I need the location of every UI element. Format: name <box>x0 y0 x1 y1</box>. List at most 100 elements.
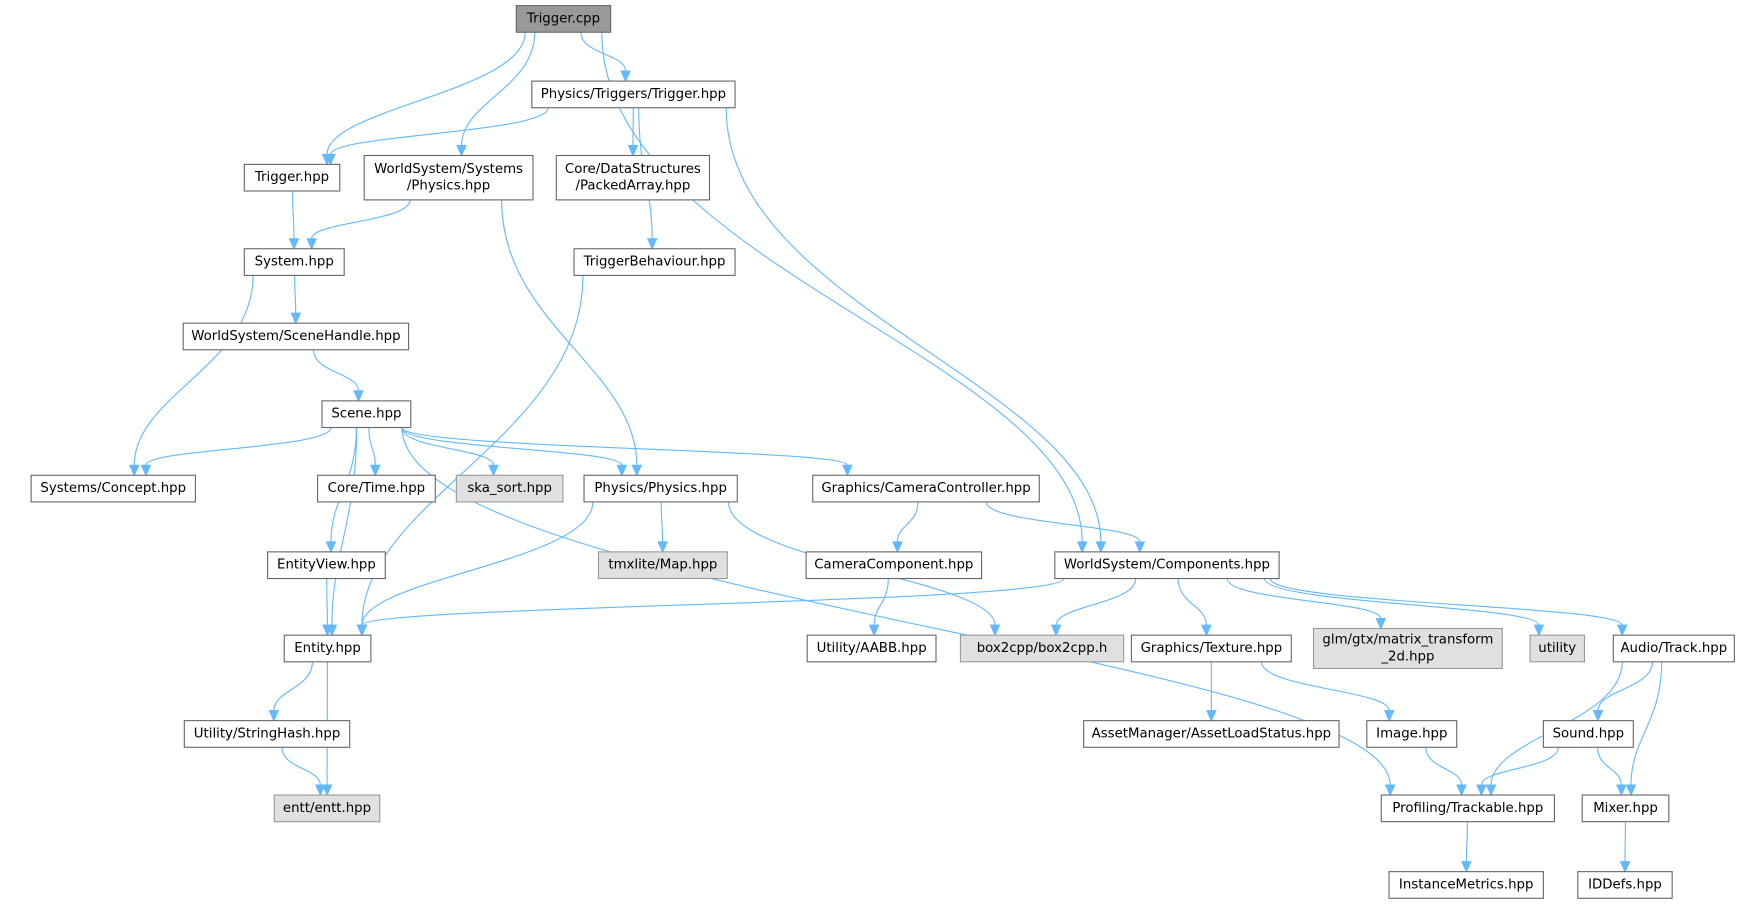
edge-image_hpp-to-trackable_hpp <box>1425 747 1463 786</box>
node-system-hpp[interactable]: System.hpp <box>243 248 345 276</box>
node-entt-hpp[interactable]: entt/entt.hpp <box>273 794 381 823</box>
arrowhead-icon <box>325 153 336 166</box>
node-label: Audio/Track.hpp <box>1620 641 1727 656</box>
edge-scene_hpp-to-time_hpp <box>368 427 376 466</box>
node-glm-hpp[interactable]: glm/gtx/matrix_transform_2d.hpp <box>1312 627 1503 670</box>
node-label: Entity.hpp <box>294 641 361 656</box>
arrowhead-icon <box>989 624 1001 637</box>
node-label: /PackedArray.hpp <box>575 179 690 194</box>
node-box <box>1130 634 1292 663</box>
edge-physics_hpp-to-tmx_hpp <box>660 501 664 542</box>
arrowhead-icon <box>620 70 631 83</box>
arrowhead-icon <box>1592 710 1604 723</box>
node-aabb-hpp[interactable]: Utility/AABB.hpp <box>806 634 937 663</box>
edges <box>128 32 1663 874</box>
node-utility[interactable]: utility <box>1529 634 1585 663</box>
arrowhead-icon <box>1533 624 1545 637</box>
node-camcomp-hpp[interactable]: CameraComponent.hpp <box>805 551 983 580</box>
node-box <box>363 154 534 201</box>
node-scene-hpp[interactable]: Scene.hpp <box>321 400 412 429</box>
node-box <box>1612 634 1735 663</box>
node-mixer-hpp[interactable]: Mixer.hpp <box>1581 794 1670 823</box>
node-trackable-hpp[interactable]: Profiling/Trackable.hpp <box>1380 794 1556 823</box>
arrowhead-icon <box>1461 861 1472 874</box>
node-box2-h[interactable]: box2cpp/box2cpp.h <box>959 634 1125 663</box>
arrowhead-icon <box>314 784 326 797</box>
edge-trackable_hpp-to-instmetrics_hpp <box>1465 821 1469 862</box>
node-label: glm/gtx/matrix_transform <box>1322 633 1493 648</box>
node-assetload-hpp[interactable]: AssetManager/AssetLoadStatus.hpp <box>1083 720 1340 748</box>
node-label: WorldSystem/Components.hpp <box>1064 558 1270 573</box>
node-box <box>583 474 738 503</box>
node-stringhash-hpp[interactable]: Utility/StringHash.hpp <box>183 720 351 748</box>
arrowhead-icon <box>1384 784 1396 797</box>
edge-system_hpp-to-scenehandle_hpp <box>294 275 297 314</box>
node-label: IDDefs.hpp <box>1588 877 1662 892</box>
arrowhead-icon <box>892 541 903 554</box>
arrowhead-icon <box>1201 624 1212 637</box>
arrowhead-icon <box>1619 861 1631 874</box>
node-ws-phys-hpp[interactable]: WorldSystem/Systems/Physics.hpp <box>363 154 534 201</box>
node-iddefs-hpp[interactable]: IDDefs.hpp <box>1577 871 1673 899</box>
node-sound-hpp[interactable]: Sound.hpp <box>1542 720 1634 748</box>
edge-sound_hpp-to-trackable_hpp <box>1480 747 1559 786</box>
node-time-hpp[interactable]: Core/Time.hpp <box>316 474 436 503</box>
arrowhead-icon <box>616 464 628 477</box>
node-label: Sound.hpp <box>1553 726 1625 741</box>
node-trigger-hpp[interactable]: Trigger.hpp <box>243 163 341 192</box>
node-track-hpp[interactable]: Audio/Track.hpp <box>1612 634 1735 663</box>
node-box <box>959 634 1125 663</box>
node-camctrl-hpp[interactable]: Graphics/CameraController.hpp <box>812 474 1040 503</box>
node-box <box>1083 720 1340 748</box>
node-label: TriggerBehaviour.hpp <box>583 255 726 270</box>
edge-track_hpp-to-mixer_hpp <box>1630 661 1663 786</box>
arrowhead-icon <box>1206 710 1217 723</box>
node-box <box>273 794 381 823</box>
node-trigbeh-hpp[interactable]: TriggerBehaviour.hpp <box>573 248 736 276</box>
node-entity-hpp[interactable]: Entity.hpp <box>283 634 372 663</box>
node-entityview-hpp[interactable]: EntityView.hpp <box>267 551 386 580</box>
edge-scene_hpp-to-ska_hpp <box>401 427 495 466</box>
node-box <box>1577 871 1673 899</box>
nodes: Trigger.cppPhysics/Triggers/Trigger.hppT… <box>30 5 1735 899</box>
edge-scene_hpp-to-entity_hpp <box>331 427 358 626</box>
node-label: Image.hpp <box>1376 726 1447 741</box>
edge-scene_hpp-to-physics_hpp <box>401 427 623 466</box>
arrowhead-icon <box>1625 784 1637 797</box>
node-box <box>812 474 1040 503</box>
arrowhead-icon <box>140 464 152 477</box>
node-concept-hpp[interactable]: Systems/Concept.hpp <box>30 474 196 503</box>
node-box <box>267 551 386 580</box>
node-phys-trig-hpp[interactable]: Physics/Triggers/Trigger.hpp <box>531 80 736 109</box>
node-scenehandle-hpp[interactable]: WorldSystem/SceneHandle.hpp <box>182 322 410 351</box>
arrowhead-icon <box>325 541 337 554</box>
node-box <box>283 634 372 663</box>
node-label: Physics/Triggers/Trigger.hpp <box>541 87 726 102</box>
node-label: AssetManager/AssetLoadStatus.hpp <box>1092 726 1332 741</box>
edge-camctrl_hpp-to-camcomp_hpp <box>896 501 919 542</box>
node-label: Graphics/CameraController.hpp <box>821 481 1030 496</box>
node-packed-hpp[interactable]: Core/DataStructures/PackedArray.hpp <box>555 154 711 201</box>
node-physics-hpp[interactable]: Physics/Physics.hpp <box>583 474 738 503</box>
node-tmx-hpp[interactable]: tmxlite/Map.hpp <box>597 551 728 580</box>
edge-ws_phys_hpp-to-physics_hpp <box>501 199 638 466</box>
node-ska-hpp[interactable]: ska_sort.hpp <box>455 474 564 503</box>
node-label: Core/Time.hpp <box>328 481 425 496</box>
edge-trigger_cpp-to-components_hpp <box>601 32 1083 542</box>
edge-scenehandle_hpp-to-scene_hpp <box>312 349 360 391</box>
node-label: InstanceMetrics.hpp <box>1399 877 1534 892</box>
arrowhead-icon <box>1095 541 1107 554</box>
node-trigger-cpp[interactable]: Trigger.cpp <box>515 5 612 33</box>
node-components-hpp[interactable]: WorldSystem/Components.hpp <box>1054 551 1280 580</box>
node-texture-hpp[interactable]: Graphics/Texture.hpp <box>1130 634 1292 663</box>
node-box <box>1388 871 1544 899</box>
node-label: utility <box>1538 641 1576 656</box>
node-image-hpp[interactable]: Image.hpp <box>1366 720 1458 748</box>
node-instmetrics-hpp[interactable]: InstanceMetrics.hpp <box>1388 871 1544 899</box>
node-label: box2cpp/box2cpp.h <box>977 641 1108 656</box>
node-box <box>243 248 345 276</box>
node-label: Profiling/Trackable.hpp <box>1392 801 1543 816</box>
edge-components_hpp-to-utility <box>1263 578 1540 626</box>
node-label: Systems/Concept.hpp <box>40 481 186 496</box>
node-label: CameraComponent.hpp <box>814 558 973 573</box>
